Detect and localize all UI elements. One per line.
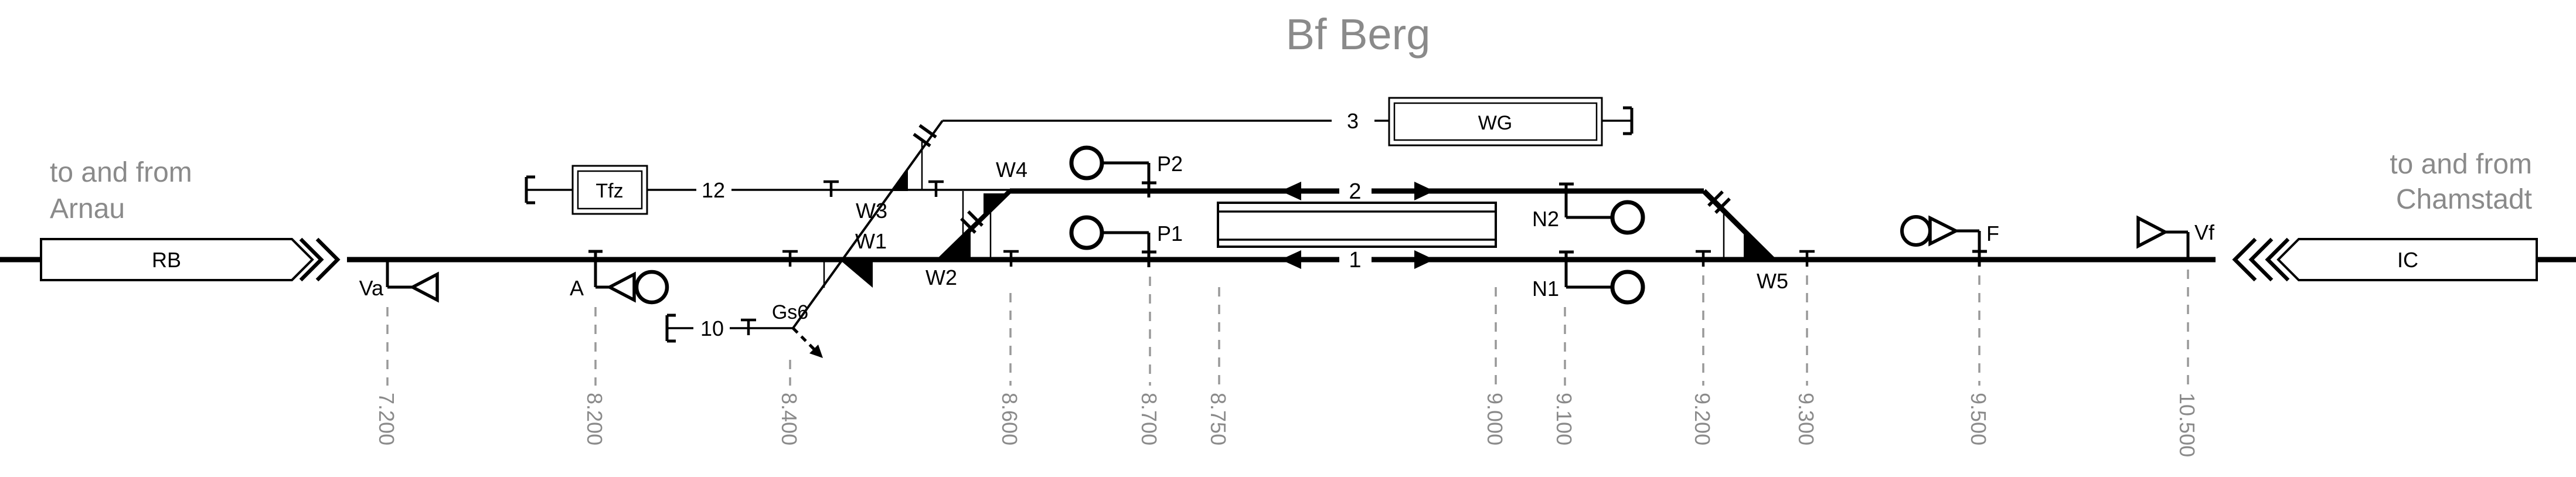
switch-label-w5: W5 [1757, 269, 1788, 293]
track-number-10: 10 [700, 316, 724, 340]
km-post-label-7.200: 7.200 [375, 393, 399, 445]
km-post-label-8.600: 8.600 [998, 393, 1022, 445]
train-box-rb-chevron-1 [299, 237, 324, 282]
signal-va-triangle [409, 271, 439, 303]
wg-box-inner [1393, 102, 1598, 141]
switch-wedge-w1 [842, 262, 873, 288]
insulation-joint-w5-a [1707, 190, 1724, 207]
km-post-label-10.500: 10.500 [2175, 393, 2199, 457]
train-box-ic [2276, 238, 2538, 281]
signal-a-triangle [606, 271, 636, 303]
approach-right-line2: Chamstadt [2396, 184, 2532, 215]
insulation-joint-w2-a [960, 217, 976, 234]
train-label-rb: RB [152, 248, 181, 272]
approach-left-line2: Arnau [50, 193, 125, 224]
approach-right-line1: to and from [2390, 149, 2532, 180]
insulation-joint-w2-b [967, 210, 984, 227]
track-number-2: 2 [1349, 179, 1361, 204]
insulation-joint-w5-b [1714, 197, 1731, 214]
train-label-ic: IC [2397, 248, 2418, 272]
switch-diagonal-w5 [1702, 189, 1775, 262]
approach-left-line1: to and from [50, 157, 192, 188]
train-box-rb-chevron-2 [315, 237, 341, 282]
signal-f-head [1900, 215, 1932, 247]
tfz-box-inner [577, 170, 643, 210]
derailer-gs6-arrowhead [809, 345, 823, 358]
switch-wedge-w5 [1744, 233, 1771, 257]
signal-a-label: A [570, 276, 584, 300]
switch-label-w1: W1 [855, 229, 887, 253]
train-box-ic-chevron-1 [2265, 237, 2290, 282]
signal-f-triangle [1928, 215, 1960, 247]
signal-f-label: F [1986, 222, 1999, 246]
track1-arrow-left [1281, 250, 1301, 269]
km-post-label-9.100: 9.100 [1552, 393, 1576, 445]
train-box-ic-chevron-3 [2232, 237, 2257, 282]
signal-p1-head [1069, 215, 1104, 250]
track2-arrow-right [1414, 182, 1434, 200]
tfz-box-label: Tfz [595, 180, 623, 202]
track-number-1: 1 [1349, 248, 1361, 272]
switch-diagonal-w1-w3 [792, 120, 944, 329]
signal-a-head [634, 270, 669, 305]
wg-box-label: WG [1478, 112, 1513, 134]
signal-n1-head [1610, 270, 1645, 305]
insulation-joint-w3-b [918, 124, 937, 139]
train-box-rb [40, 238, 314, 281]
signal-p2-head [1069, 145, 1104, 180]
km-post-label-8.200: 8.200 [583, 393, 607, 445]
signal-n2-head [1610, 200, 1645, 235]
km-post-label-8.400: 8.400 [777, 393, 801, 445]
switch-wedge-w3 [892, 169, 908, 191]
page-title: Bf Berg [1286, 10, 1431, 59]
signal-vf-triangle [2136, 215, 2169, 249]
km-post-label-9.000: 9.000 [1483, 393, 1507, 445]
track-number-12: 12 [702, 178, 725, 202]
switch-label-w3: W3 [856, 199, 887, 223]
signal-n2-label: N2 [1532, 207, 1559, 231]
signal-n1-label: N1 [1532, 277, 1559, 301]
derailer-gs6-label: Gs6 [772, 301, 808, 323]
track-number-3: 3 [1347, 109, 1359, 133]
signal-p1-label: P1 [1157, 222, 1183, 246]
km-post-label-8.750: 8.750 [1206, 393, 1230, 445]
track1-arrow-right [1414, 250, 1434, 269]
signal-p2-label: P2 [1157, 152, 1183, 176]
switch-label-w4: W4 [996, 158, 1027, 182]
track2-arrow-left [1281, 182, 1301, 200]
train-box-ic-chevron-2 [2248, 237, 2274, 282]
switch-wedge-w2 [941, 230, 971, 257]
signal-va-label: Va [359, 276, 384, 300]
switch-label-w2: W2 [925, 265, 957, 289]
km-post-label-9.500: 9.500 [1966, 393, 1990, 445]
derailer-gs6-dash [792, 327, 816, 351]
km-post-label-9.200: 9.200 [1690, 393, 1714, 445]
insulation-joint-w3-a [913, 132, 931, 148]
km-post-label-9.300: 9.300 [1794, 393, 1818, 445]
km-post-label-8.700: 8.700 [1137, 393, 1161, 445]
signal-vf-label: Vf [2194, 220, 2215, 244]
